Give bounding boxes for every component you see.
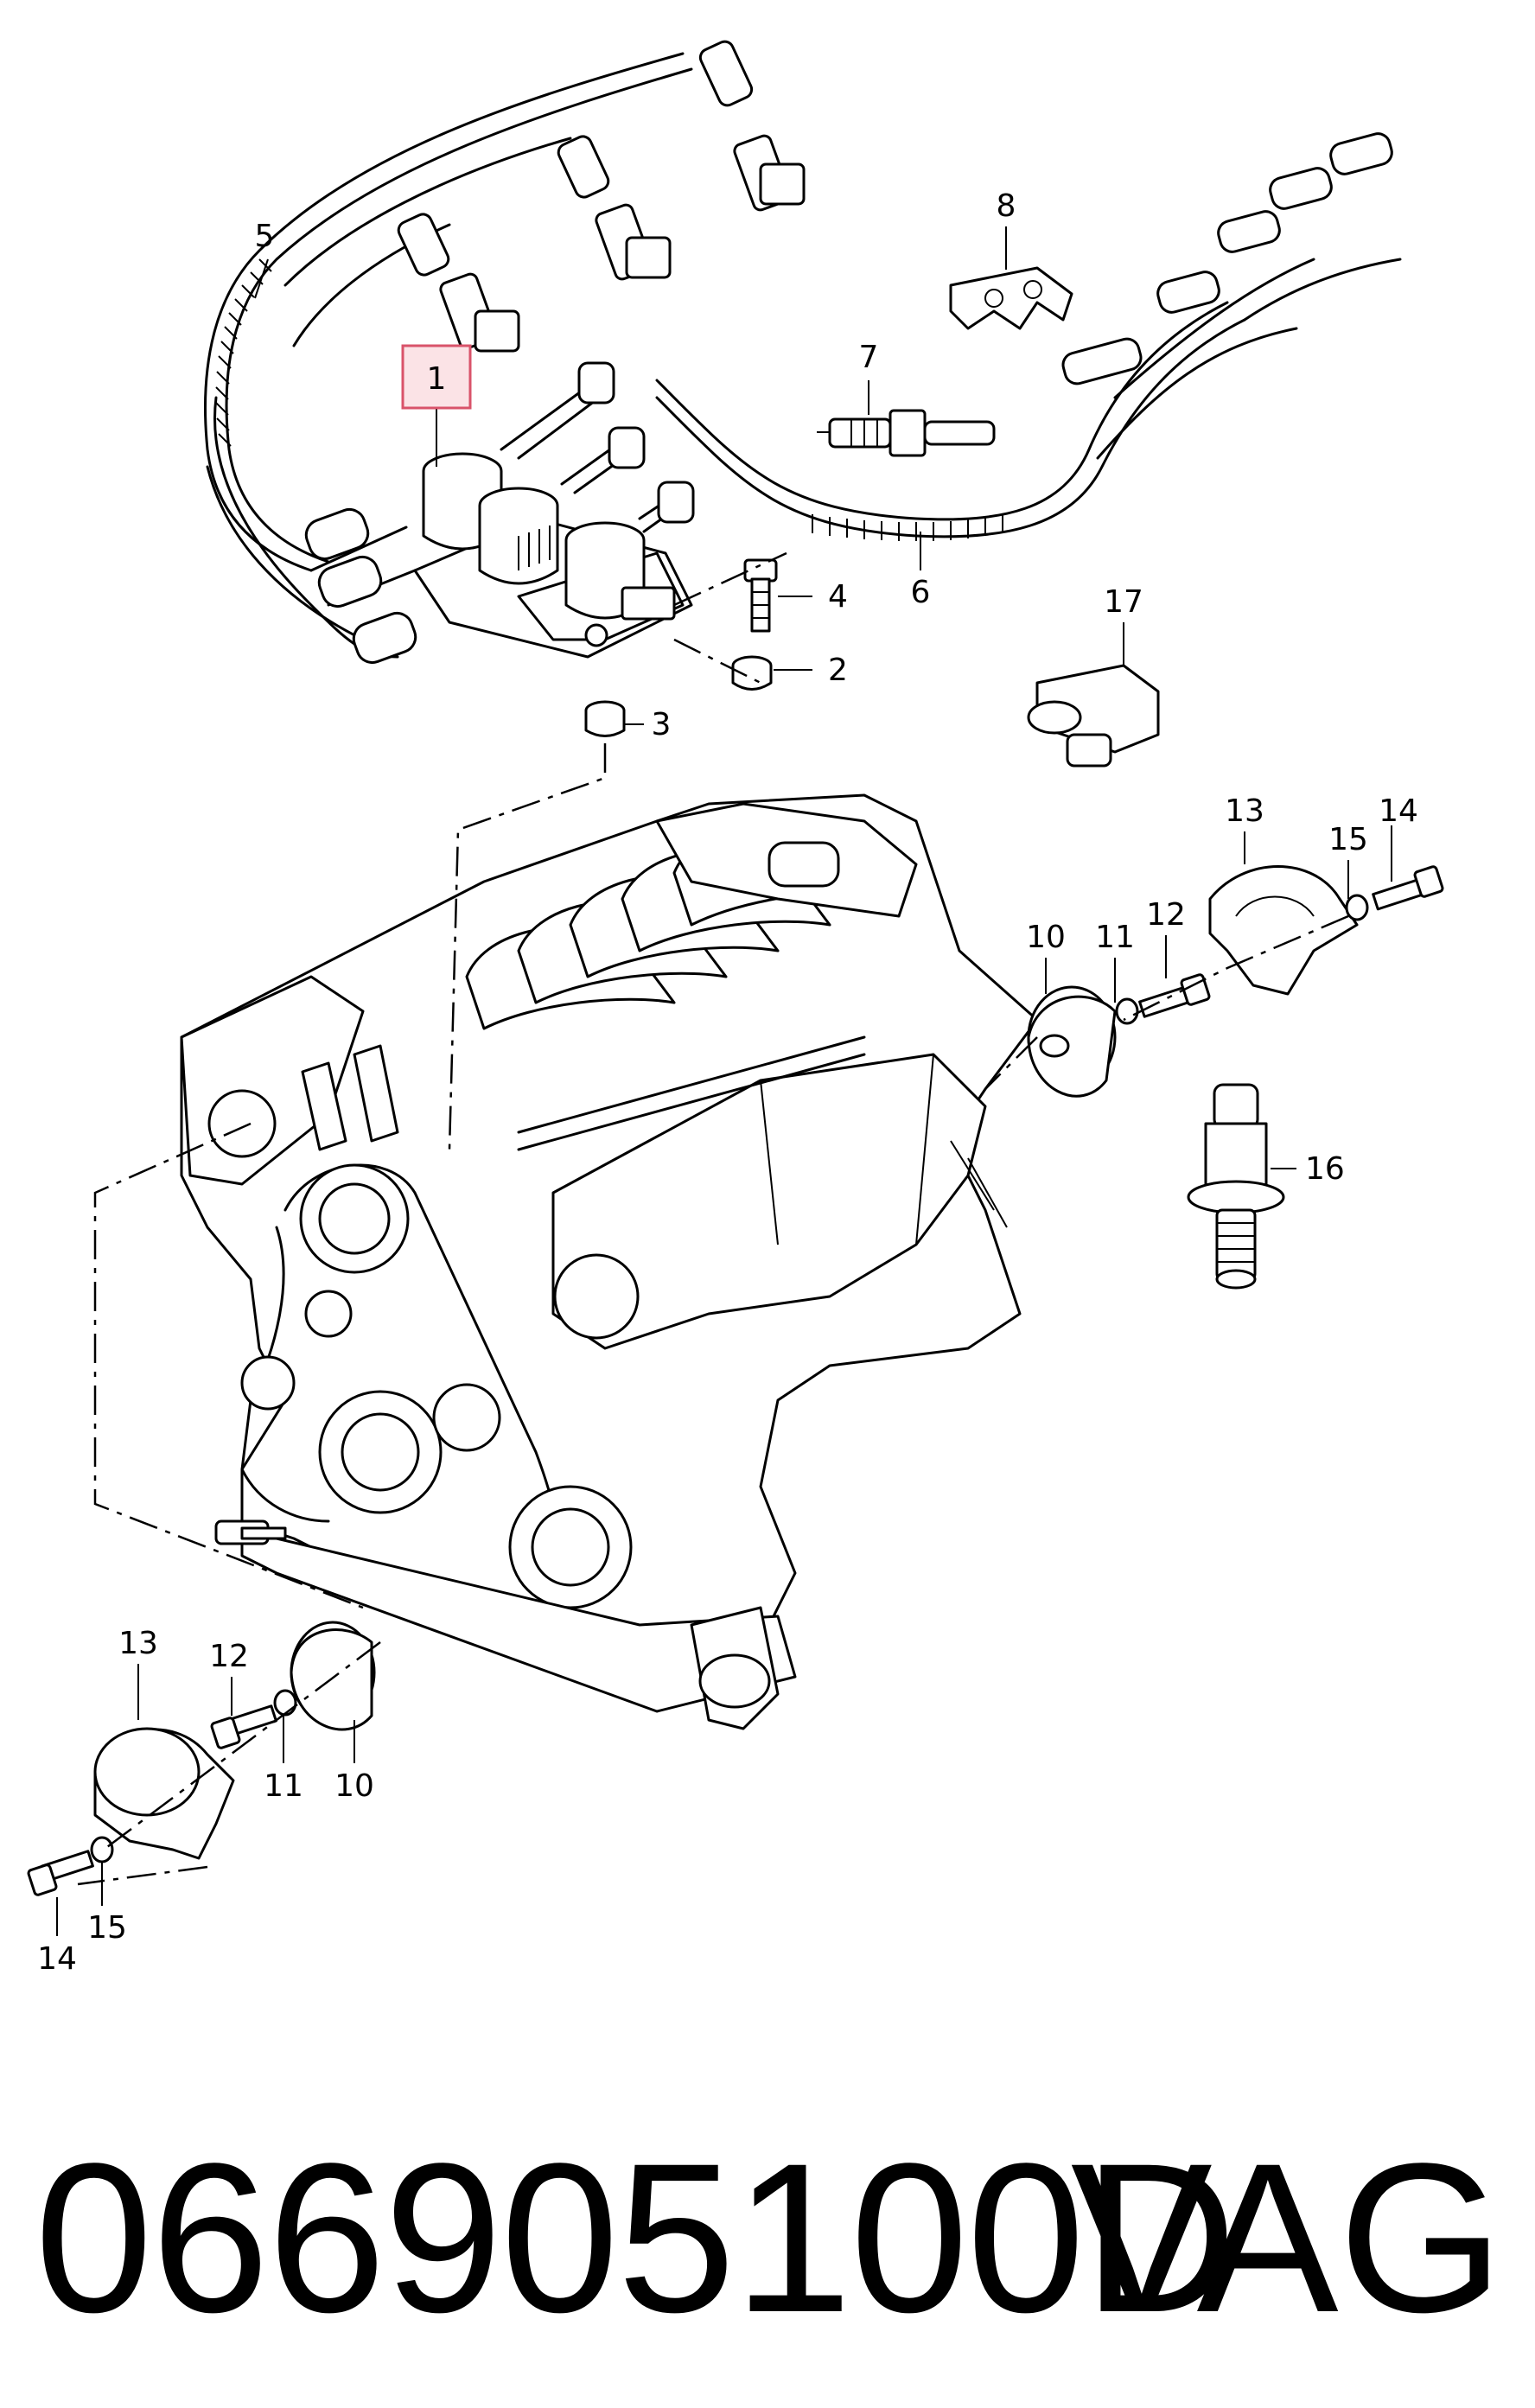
bolt-14-left bbox=[27, 1850, 94, 1896]
leader-lines bbox=[56, 226, 1392, 1936]
callout-1-highlight-box bbox=[401, 344, 472, 410]
bush-3 bbox=[584, 700, 626, 737]
spark-plug bbox=[817, 409, 996, 457]
part-number: 066905100D bbox=[35, 2119, 1237, 2357]
callout-15-right: 15 bbox=[1328, 822, 1368, 857]
brand-name: VAG bbox=[1070, 2119, 1504, 2357]
cover-cap-10-right bbox=[1027, 985, 1117, 1098]
callout-8: 8 bbox=[997, 188, 1016, 224]
engine-block bbox=[180, 793, 1039, 1730]
ignition-coil-pack bbox=[413, 452, 693, 659]
ignition-cable-harness-right bbox=[655, 132, 1402, 541]
callout-1: 1 bbox=[427, 361, 447, 397]
washer-11-right bbox=[1115, 997, 1139, 1025]
bolt-14-right bbox=[1372, 865, 1444, 911]
callout-6: 6 bbox=[911, 575, 931, 610]
bracket-13-left bbox=[93, 1727, 235, 1860]
rubber-grommet-2 bbox=[731, 655, 773, 691]
callout-16: 16 bbox=[1305, 1151, 1345, 1187]
bolt-12-left bbox=[210, 1704, 277, 1749]
callout-5: 5 bbox=[255, 219, 275, 254]
callout-14-right: 14 bbox=[1379, 793, 1418, 829]
part-info-footer: 066905100D VAG bbox=[0, 2109, 1535, 2368]
callout-14-left: 14 bbox=[37, 1941, 77, 1977]
callout-17: 17 bbox=[1104, 584, 1143, 620]
callout-12-left: 12 bbox=[209, 1639, 249, 1674]
callout-10-right: 10 bbox=[1026, 920, 1066, 955]
callout-13-right: 13 bbox=[1225, 793, 1264, 829]
callout-labels: 1 5 4 2 3 6 7 8 17 13 15 14 12 11 10 16 … bbox=[37, 188, 1418, 1977]
callout-7: 7 bbox=[859, 340, 879, 375]
callout-3: 3 bbox=[652, 707, 672, 742]
bolt-4 bbox=[743, 558, 778, 633]
bracket-13-right bbox=[1208, 865, 1359, 996]
washer-11-left bbox=[273, 1689, 297, 1717]
washer-15-left bbox=[90, 1836, 114, 1863]
callout-13-left: 13 bbox=[118, 1626, 158, 1661]
callout-12-right: 12 bbox=[1146, 897, 1186, 933]
ignition-cable-harness-left bbox=[204, 40, 806, 665]
cable-holder-clip bbox=[949, 266, 1073, 330]
exploded-parts-diagram: 1 5 4 2 3 6 7 8 17 13 15 14 12 11 10 16 … bbox=[27, 40, 1444, 1977]
coil-cables bbox=[500, 361, 695, 533]
cover-cap-10-left bbox=[290, 1621, 376, 1731]
assembly-lines bbox=[77, 551, 1349, 1886]
bolt-12-right bbox=[1138, 973, 1211, 1018]
callout-11-left: 11 bbox=[264, 1768, 303, 1804]
callout-4: 4 bbox=[828, 579, 848, 615]
callout-15-left: 15 bbox=[87, 1910, 127, 1946]
callout-2: 2 bbox=[828, 653, 848, 688]
camshaft-position-sensor bbox=[1027, 664, 1160, 768]
callout-10-left: 10 bbox=[334, 1768, 374, 1804]
callout-11-right: 11 bbox=[1095, 920, 1135, 955]
camshaft-adjustment-valve bbox=[1187, 1083, 1285, 1290]
washer-15-right bbox=[1345, 894, 1369, 921]
